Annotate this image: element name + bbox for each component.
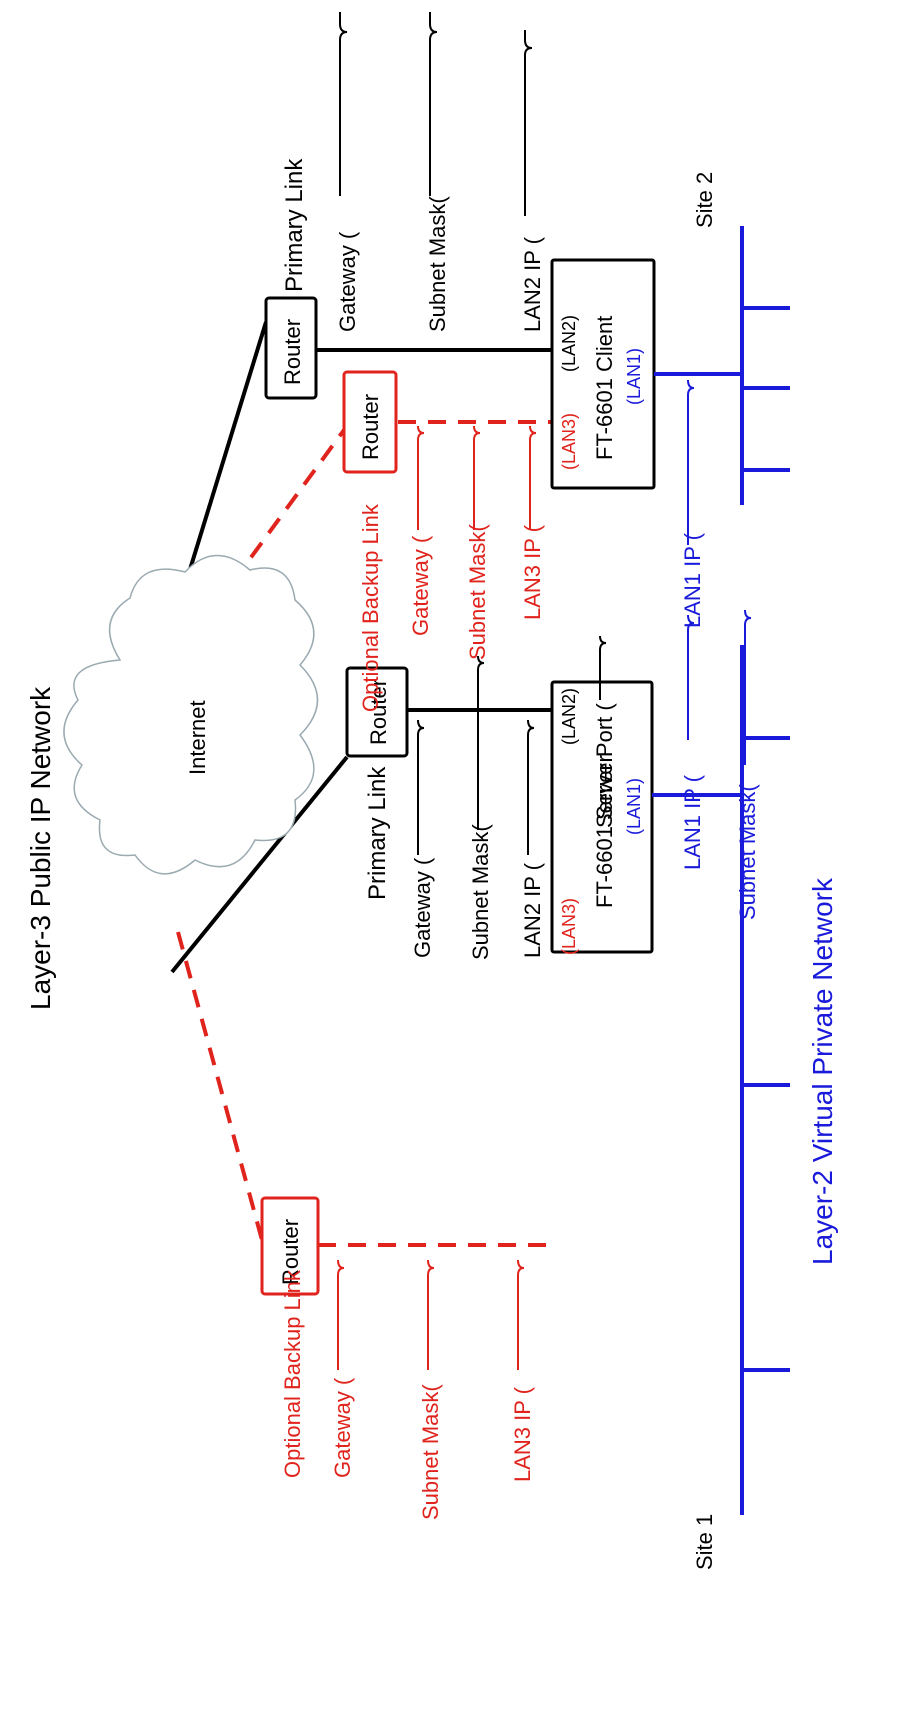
ft6601-client: FT-6601 Client (LAN2) (LAN3) (LAN1) bbox=[550, 258, 656, 490]
svg-text:Subnet Mask(: Subnet Mask( bbox=[425, 196, 450, 332]
server-label: FT-6601 Server bbox=[592, 755, 617, 908]
site1-backup-gateway-field: Gateway ( bbox=[330, 1259, 355, 1478]
client-label: FT-6601 Client bbox=[592, 316, 617, 460]
site2-gateway-field: Gateway ( bbox=[335, 12, 360, 332]
router-site2-backup: Router bbox=[342, 370, 398, 474]
router-label: Router bbox=[366, 679, 391, 745]
svg-text:Gateway (: Gateway ( bbox=[335, 231, 360, 332]
server-port-lan2: (LAN2) bbox=[559, 688, 579, 745]
ft6601-server: FT-6601 Server (LAN2) (LAN3) (LAN1) bbox=[550, 680, 654, 955]
svg-text:LAN3 IP (: LAN3 IP ( bbox=[520, 524, 545, 620]
router-label: Router bbox=[358, 394, 383, 460]
primary-link-line-site1 bbox=[170, 755, 349, 974]
router-site1-backup: Router bbox=[260, 1196, 320, 1296]
internet-cloud: Internet bbox=[63, 554, 319, 875]
site2-label: Site 2 bbox=[692, 172, 717, 228]
svg-text:Gateway (: Gateway ( bbox=[330, 1377, 355, 1478]
svg-text:LAN2 IP (: LAN2 IP ( bbox=[520, 236, 545, 332]
svg-text:Subnet Mask(: Subnet Mask( bbox=[735, 784, 760, 920]
site1-lan2-ip-field: LAN2 IP ( bbox=[520, 719, 545, 958]
router-site1-primary: Router bbox=[345, 666, 409, 758]
client-port-lan1: (LAN1) bbox=[624, 348, 644, 405]
svg-text:Subnet Mask(: Subnet Mask( bbox=[465, 524, 490, 660]
svg-text:Subnet Mask(: Subnet Mask( bbox=[468, 824, 493, 960]
server-port-lan1: (LAN1) bbox=[624, 778, 644, 835]
client-port-lan3: (LAN3) bbox=[559, 413, 579, 470]
svg-text:Gateway (: Gateway ( bbox=[408, 535, 433, 636]
site1-backup-subnet-field: Subnet Mask( bbox=[418, 1259, 443, 1520]
backup-link-line-site1 bbox=[176, 931, 264, 1241]
router-label: Router bbox=[278, 1219, 303, 1285]
site2-backup-gateway-field: Gateway ( bbox=[408, 425, 433, 636]
svg-text:LAN1 IP (: LAN1 IP ( bbox=[680, 774, 705, 870]
svg-text:LAN1 IP (: LAN1 IP ( bbox=[680, 532, 705, 628]
router-site2-primary: Router bbox=[264, 296, 318, 400]
lan-bus-site2 bbox=[654, 226, 790, 505]
svg-text:LAN3 IP (: LAN3 IP ( bbox=[510, 1386, 535, 1482]
site1-primary-link-label: Primary Link bbox=[364, 766, 391, 900]
site2-subnet-field: Subnet Mask( bbox=[425, 12, 450, 332]
client-port-lan2: (LAN2) bbox=[559, 315, 579, 372]
internet-label: Internet bbox=[185, 700, 210, 775]
router-label: Router bbox=[280, 319, 305, 385]
site2-lan1-ip-field: LAN1 IP ( bbox=[680, 379, 705, 628]
site1-backup-link-label: Optional Backup Link bbox=[280, 1269, 305, 1478]
site1-lan1-ip-field: LAN1 IP ( bbox=[680, 614, 705, 870]
site1-gateway-field: Gateway ( bbox=[410, 719, 435, 958]
site1-label: Site 1 bbox=[692, 1514, 717, 1570]
site2-lan2-ip-field: LAN2 IP ( bbox=[520, 30, 545, 332]
lan-bus-site1 bbox=[652, 645, 790, 1515]
svg-text:LAN2 IP (: LAN2 IP ( bbox=[520, 862, 545, 958]
title-layer2: Layer-2 Virtual Private Network bbox=[807, 877, 838, 1265]
title-layer3: Layer-3 Public IP Network bbox=[25, 686, 56, 1010]
svg-text:Server Port (: Server Port ( bbox=[592, 703, 617, 828]
site1-subnet-field: Subnet Mask( bbox=[468, 655, 493, 960]
svg-text:Gateway (: Gateway ( bbox=[410, 857, 435, 958]
site2-backup-subnet-field: Subnet Mask( bbox=[465, 425, 490, 660]
site2-backup-lan3-ip-field: LAN3 IP ( bbox=[520, 425, 545, 620]
site2-primary-link-label: Primary Link bbox=[281, 158, 308, 292]
site1-server-port-field: Server Port ( bbox=[592, 635, 617, 828]
vpn-subnet-field: Subnet Mask( bbox=[735, 609, 760, 920]
site2-backup-link-label: Optional Backup Link bbox=[358, 503, 383, 712]
server-port-lan3: (LAN3) bbox=[559, 898, 579, 955]
svg-text:Subnet Mask(: Subnet Mask( bbox=[418, 1384, 443, 1520]
site1-backup-lan3-ip-field: LAN3 IP ( bbox=[510, 1259, 535, 1482]
